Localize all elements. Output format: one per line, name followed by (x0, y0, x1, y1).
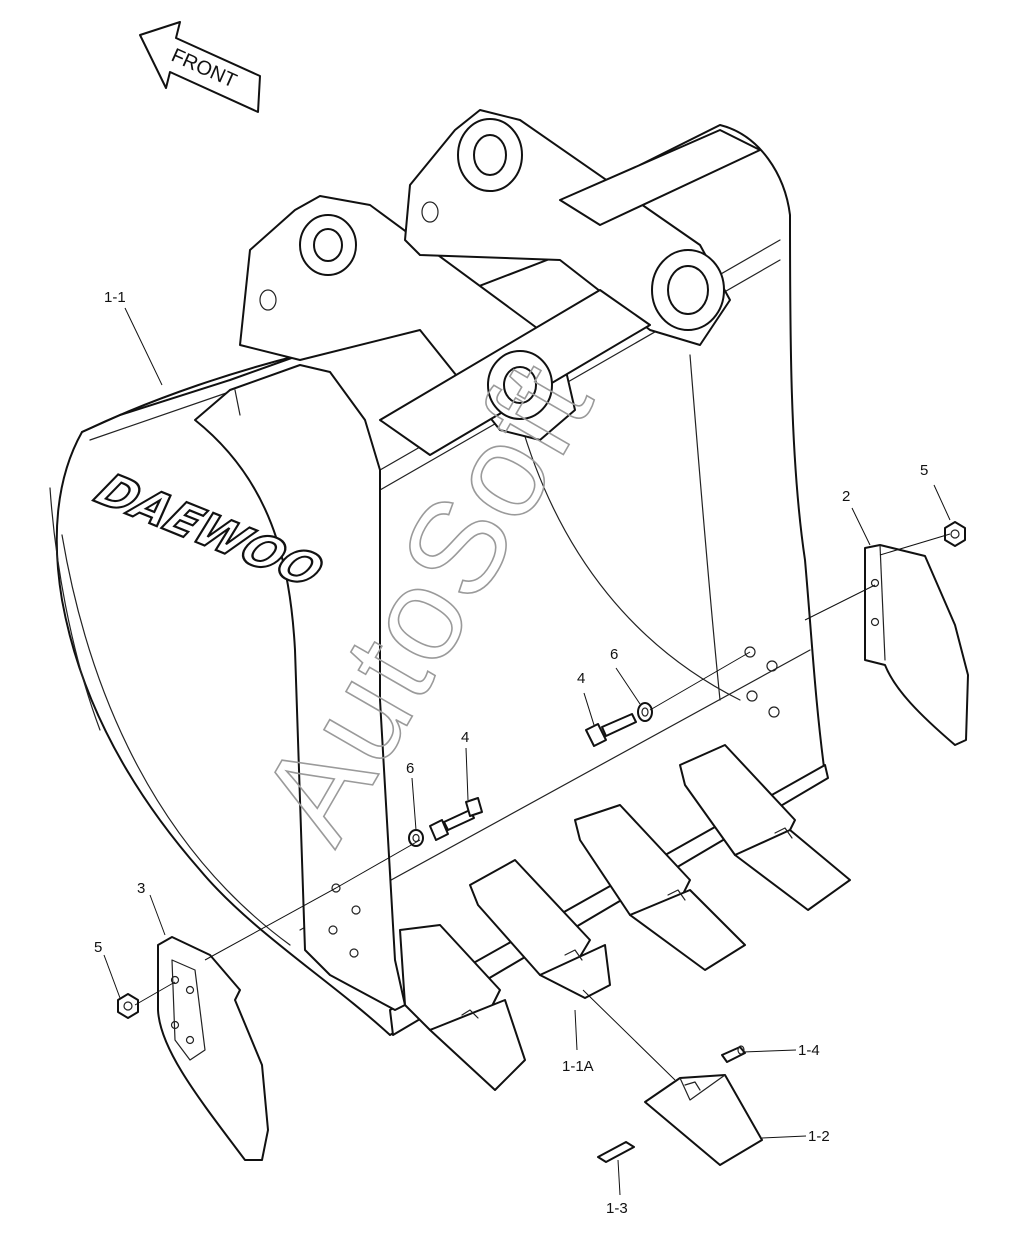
tooth-1 (399, 924, 526, 1091)
tooth-3 (574, 804, 746, 971)
leader-lines (103, 307, 951, 1196)
bolt-upper (585, 713, 637, 747)
part-labels: 1-1 1-1A 1-2 1-3 1-4 2 3 4 4 5 5 6 6 (94, 289, 928, 1217)
label-bucket: 1-1 (104, 289, 126, 306)
label-bolt-upper: 4 (577, 670, 585, 687)
tooth-4 (679, 744, 851, 911)
pin-detail (597, 1141, 635, 1163)
label-washer-lower: 6 (406, 760, 414, 777)
washer-lower (408, 829, 424, 847)
label-side-cutter-right: 2 (842, 488, 850, 505)
front-direction-arrow: FRONT (139, 21, 261, 113)
label-washer-upper: 6 (610, 646, 618, 663)
label-tooth-point: 1-2 (808, 1128, 830, 1145)
label-nut-right: 5 (920, 462, 928, 479)
washer-upper (637, 702, 653, 722)
mounting-brackets (239, 109, 761, 456)
label-nut-left: 5 (94, 939, 102, 956)
label-pin: 1-3 (606, 1200, 628, 1217)
nut-left (117, 993, 139, 1019)
label-side-cutter-left: 3 (137, 880, 145, 897)
side-wall (194, 364, 780, 1011)
nut-right (944, 521, 966, 547)
label-adapter: 1-1A (562, 1058, 594, 1075)
label-bolt-lower: 4 (461, 729, 469, 746)
tooth-2 (469, 859, 611, 999)
lock-detail (721, 1045, 746, 1063)
side-cutter-left (157, 936, 269, 1161)
side-cutter-right (864, 544, 969, 746)
tooth-point-detail (644, 1074, 763, 1166)
bolt-lower (429, 797, 483, 841)
label-lock: 1-4 (798, 1042, 820, 1059)
bucket-teeth (399, 744, 851, 1091)
